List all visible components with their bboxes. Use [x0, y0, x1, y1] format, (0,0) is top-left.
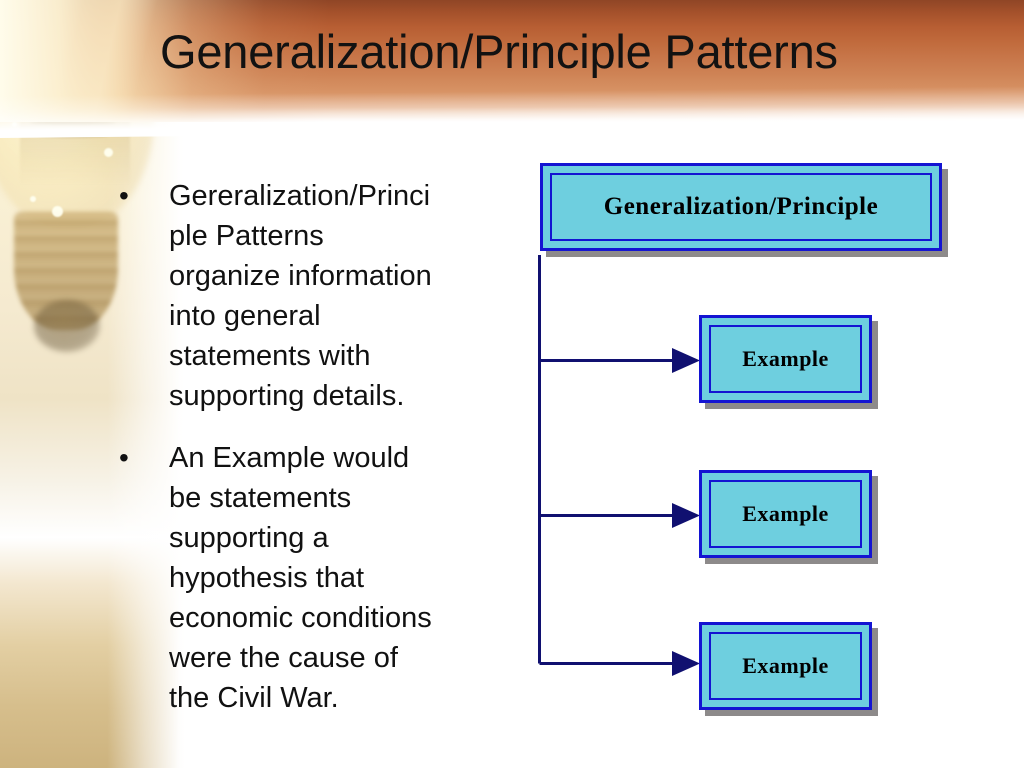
diagram-node-example-2[interactable]: Example [699, 470, 872, 558]
diagram-node-root[interactable]: Generalization/Principle [540, 163, 942, 251]
lightbulb-tip [34, 300, 100, 352]
diagram-node-example-3[interactable]: Example [699, 622, 872, 710]
list-item: • An Example would be statements support… [113, 438, 513, 718]
arrowhead-icon-1 [672, 348, 700, 373]
diagram-node-inner-border: Example [709, 325, 862, 393]
sparkle-icon [104, 148, 113, 157]
bullet-list: • Gereralization/Princi ple Patterns org… [113, 176, 513, 740]
diagram-node-inner-border: Example [709, 632, 862, 700]
diagram-node-label: Generalization/Principle [603, 193, 879, 220]
bullet-marker-icon: • [119, 180, 129, 211]
bullet-marker-icon: • [119, 442, 129, 473]
list-item: • Gereralization/Princi ple Patterns org… [113, 176, 513, 416]
diagram-node-example-1[interactable]: Example [699, 315, 872, 403]
diagram-node-inner-border: Example [709, 480, 862, 548]
sparkle-icon [52, 206, 63, 217]
title-band-bottom-fade [0, 86, 1024, 138]
diagram-node-inner-border: Generalization/Principle [550, 173, 932, 241]
diagram-node-label: Example [742, 501, 829, 526]
bullet-text: Gereralization/Princi ple Patterns organ… [169, 180, 432, 412]
arrowhead-icon-3 [672, 651, 700, 676]
sparkle-icon [30, 196, 36, 202]
arrowhead-icon-2 [672, 503, 700, 528]
page-title: Generalization/Principle Patterns [160, 25, 838, 78]
bullet-text: An Example would be statements supportin… [169, 442, 432, 714]
diagram-node-label: Example [742, 653, 829, 678]
diagram-node-label: Example [742, 346, 829, 371]
